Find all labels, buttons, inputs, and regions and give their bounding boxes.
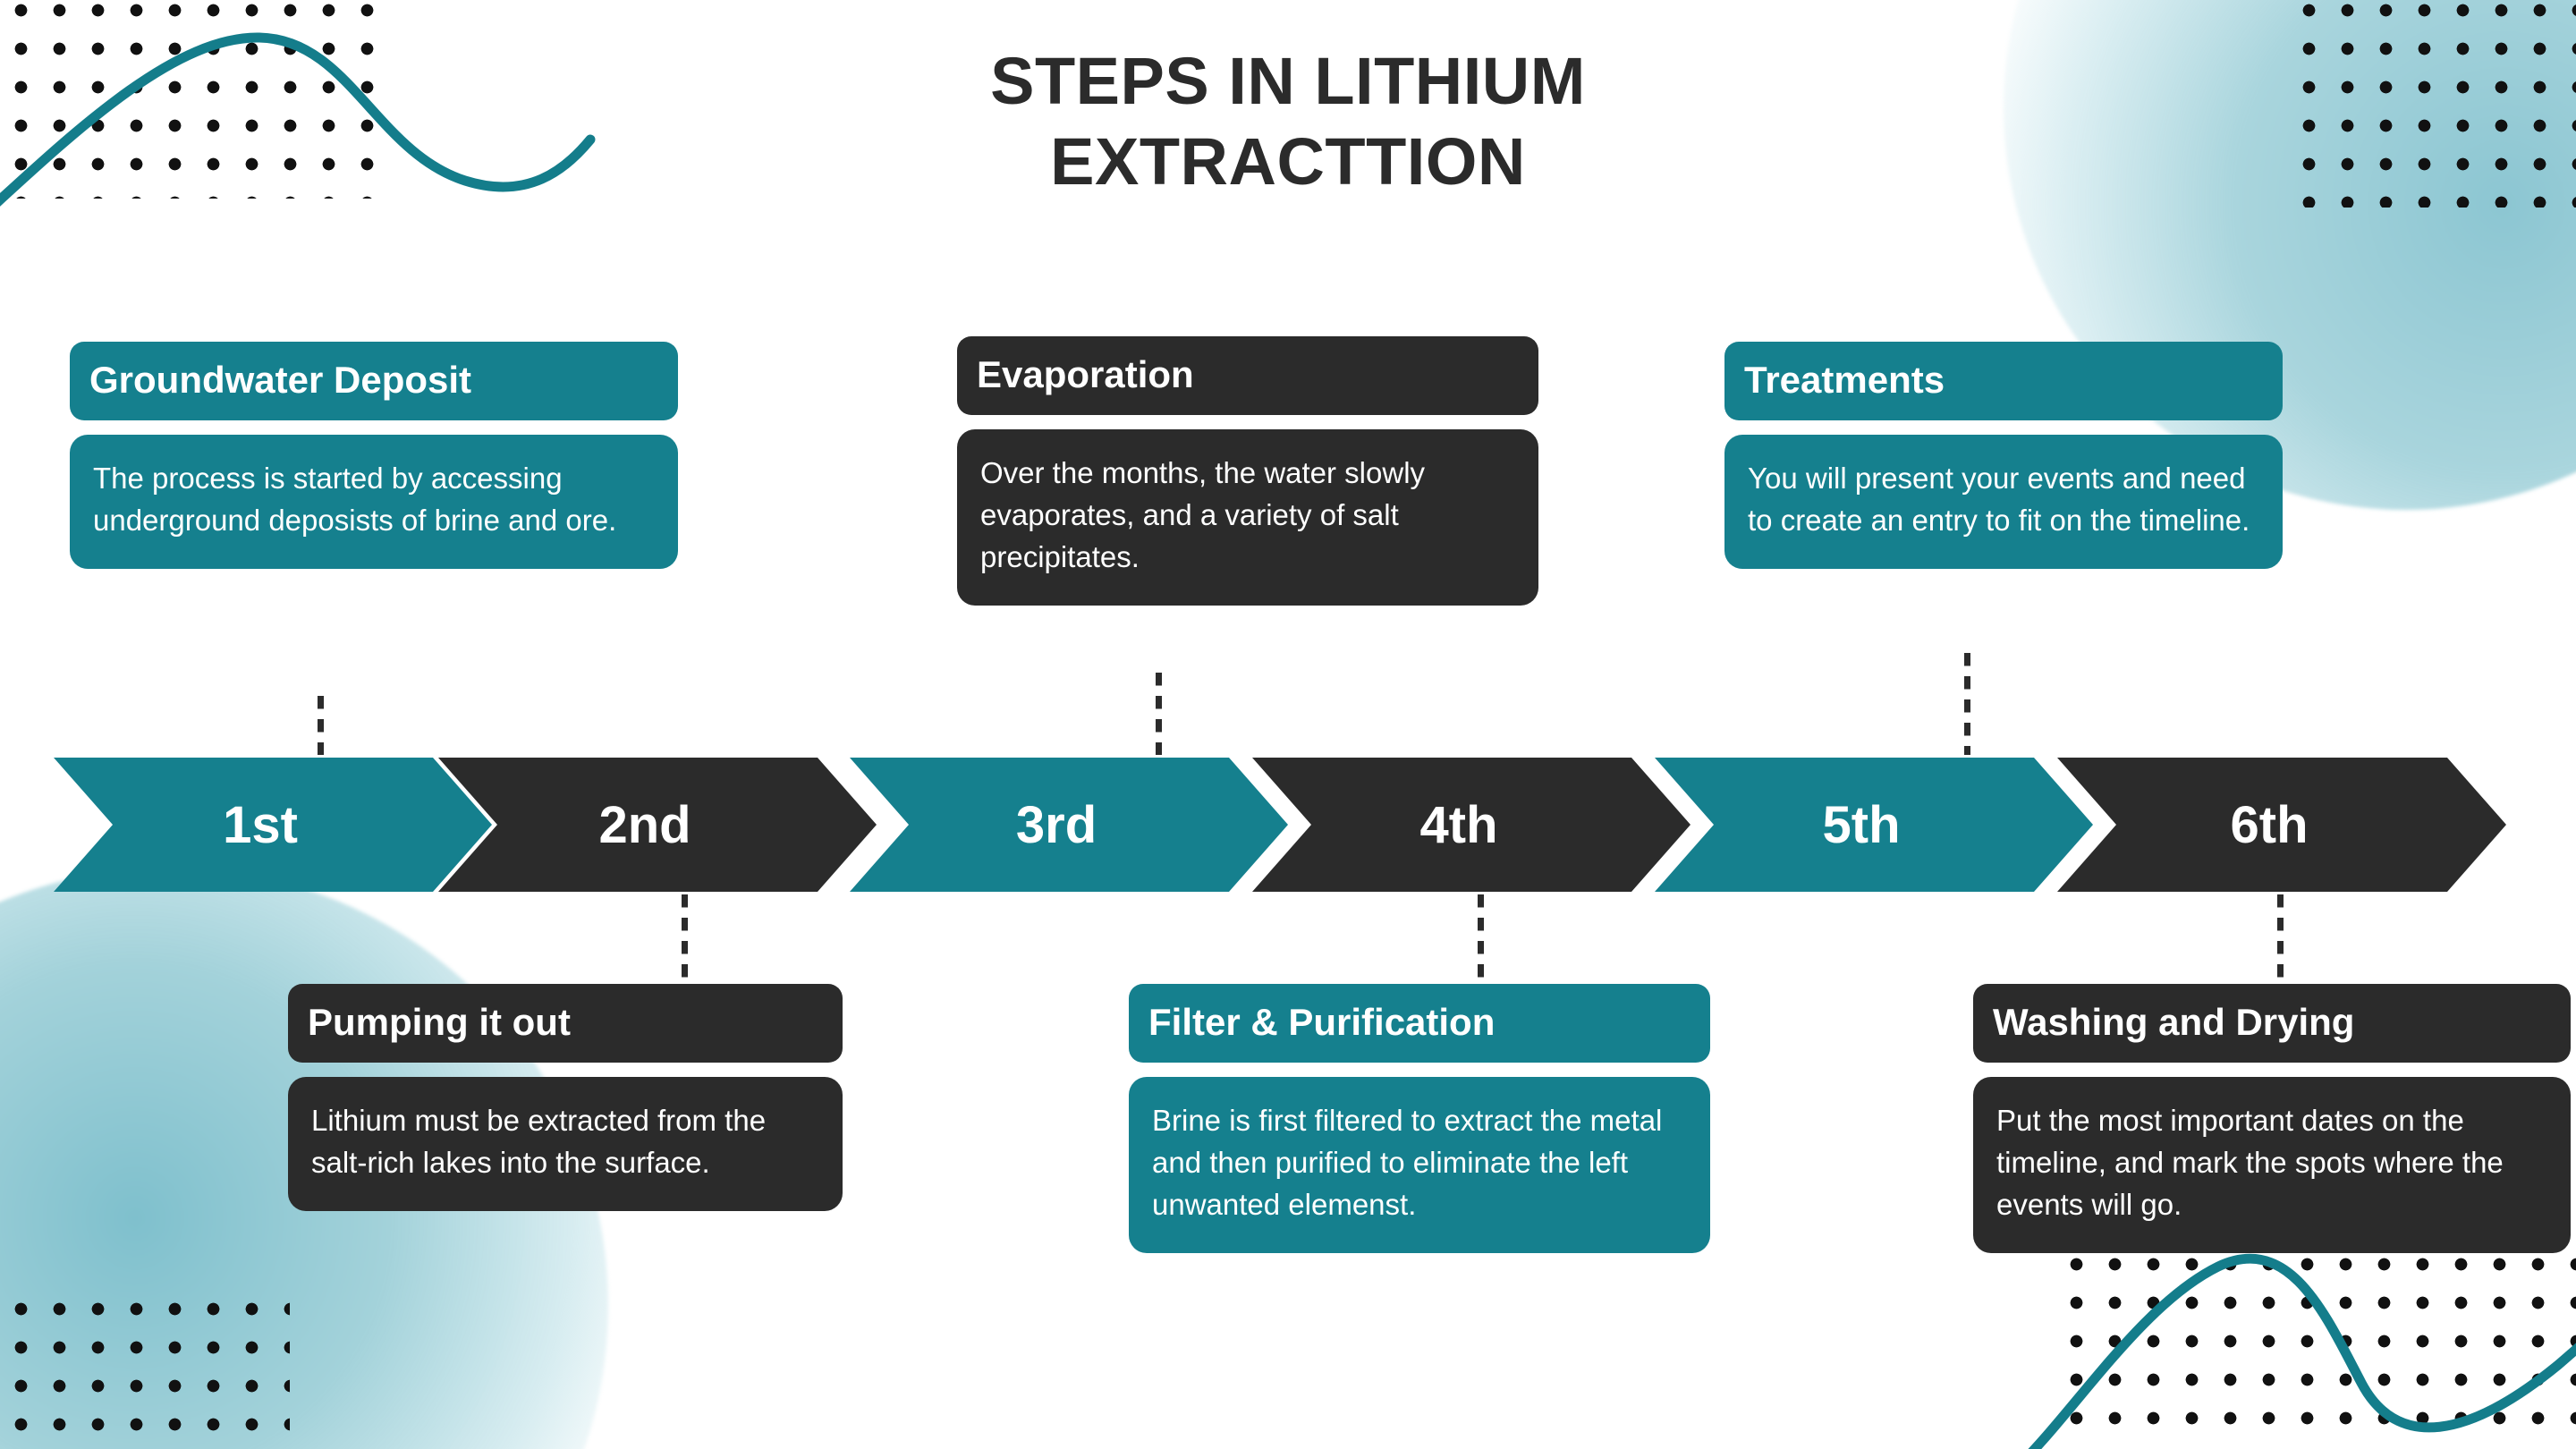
page-title-line-1: STEPS IN LITHIUM <box>990 44 1586 118</box>
timeline-step-6th-label: 6th <box>2230 795 2309 854</box>
step-card-2-heading: Pumping it out <box>288 984 843 1063</box>
step-card-4-body: Brine is first filtered to extract the m… <box>1129 1077 1710 1253</box>
timeline-step-3rd[interactable]: 3rd <box>850 758 1288 892</box>
connector-line-4 <box>1478 894 1484 984</box>
dot-grid-bottom-left <box>0 1283 290 1449</box>
timeline-step-2nd[interactable]: 2nd <box>438 758 877 892</box>
page-title: STEPS IN LITHIUM EXTRACTTION <box>0 41 2576 203</box>
connector-line-6 <box>2277 894 2284 984</box>
timeline-step-4th[interactable]: 4th <box>1252 758 1690 892</box>
connector-line-3 <box>1156 673 1162 755</box>
step-card-2-body: Lithium must be extracted from the salt-… <box>288 1077 843 1211</box>
timeline-step-2nd-label: 2nd <box>598 795 691 854</box>
connector-line-1 <box>318 696 324 755</box>
step-card-2[interactable]: Pumping it out Lithium must be extracted… <box>288 984 843 1211</box>
step-card-3-heading: Evaporation <box>957 336 1538 416</box>
step-card-6[interactable]: Washing and Drying Put the most importan… <box>1973 984 2571 1253</box>
step-card-5[interactable]: Treatments You will present your events … <box>1724 342 2283 569</box>
timeline-step-6th[interactable]: 6th <box>2057 758 2506 892</box>
timeline-step-5th-label: 5th <box>1822 795 1901 854</box>
step-card-5-heading: Treatments <box>1724 342 2283 421</box>
step-card-4[interactable]: Filter & Purification Brine is first fil… <box>1129 984 1710 1253</box>
step-card-1-body: The process is started by accessing unde… <box>70 435 678 569</box>
connector-line-5 <box>1964 653 1970 755</box>
step-card-1[interactable]: Groundwater Deposit The process is start… <box>70 342 678 569</box>
timeline-step-1st-label: 1st <box>223 795 298 854</box>
timeline-step-1st[interactable]: 1st <box>54 758 492 892</box>
timeline-step-3rd-label: 3rd <box>1015 795 1097 854</box>
step-card-6-body: Put the most important dates on the time… <box>1973 1077 2571 1253</box>
step-card-5-body: You will present your events and need to… <box>1724 435 2283 569</box>
timeline-step-4th-label: 4th <box>1419 795 1498 854</box>
step-card-3[interactable]: Evaporation Over the months, the water s… <box>957 336 1538 606</box>
connector-line-2 <box>682 894 688 984</box>
step-card-3-body: Over the months, the water slowly evapor… <box>957 429 1538 606</box>
timeline-step-5th[interactable]: 5th <box>1655 758 2093 892</box>
step-card-1-heading: Groundwater Deposit <box>70 342 678 421</box>
page-title-line-2: EXTRACTTION <box>1050 124 1526 199</box>
timeline-chevron-bar: 1st 2nd 3rd 4th 5th 6th <box>54 758 2522 892</box>
step-card-6-heading: Washing and Drying <box>1973 984 2571 1063</box>
step-card-4-heading: Filter & Purification <box>1129 984 1710 1063</box>
dot-grid-bottom-right <box>2050 1238 2576 1449</box>
